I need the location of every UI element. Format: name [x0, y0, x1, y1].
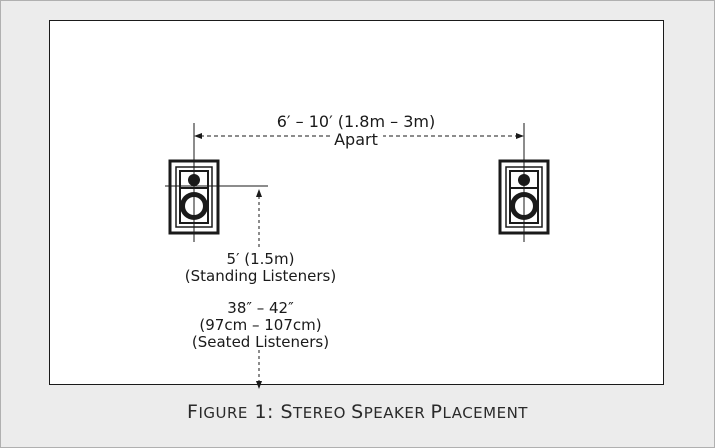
caption-initial-1: F: [187, 401, 199, 423]
caption-initial-2: S: [280, 401, 294, 423]
caption-smallcaps-3: PEAKER: [363, 404, 431, 422]
apart-label-background: [331, 131, 383, 148]
seated-height-caption: (Seated Listeners): [191, 333, 330, 351]
diagram-panel: [49, 20, 664, 385]
caption-initial-3: S: [351, 401, 364, 423]
seated-height-inches: 38″ – 42″: [227, 299, 294, 317]
height-arrow: [256, 189, 262, 389]
caption-smallcaps-1: IGURE: [198, 404, 248, 422]
distance-arrow: [194, 133, 524, 139]
caption-smallcaps-2: TEREO: [293, 404, 352, 422]
caption-smallcaps-4: LACEMENT: [442, 404, 528, 422]
standing-height-label: 5′ (1.5m) (Standing Listeners): [168, 251, 353, 285]
figure-caption: FIGURE 1: STEREO SPEAKER PLACEMENT: [0, 401, 715, 423]
distance-label: 6′ – 10′ (1.8m – 3m): [276, 112, 436, 131]
seated-height-label: 38″ – 42″ (97cm – 107cm) (Seated Listene…: [168, 300, 353, 351]
seated-height-cm: (97cm – 107cm): [199, 316, 322, 334]
standing-height-caption: (Standing Listeners): [184, 267, 337, 285]
standing-height-value: 5′ (1.5m): [226, 250, 295, 268]
apart-label: Apart: [334, 130, 378, 149]
caption-number: 1:: [247, 401, 281, 423]
caption-initial-4: P: [430, 401, 443, 423]
